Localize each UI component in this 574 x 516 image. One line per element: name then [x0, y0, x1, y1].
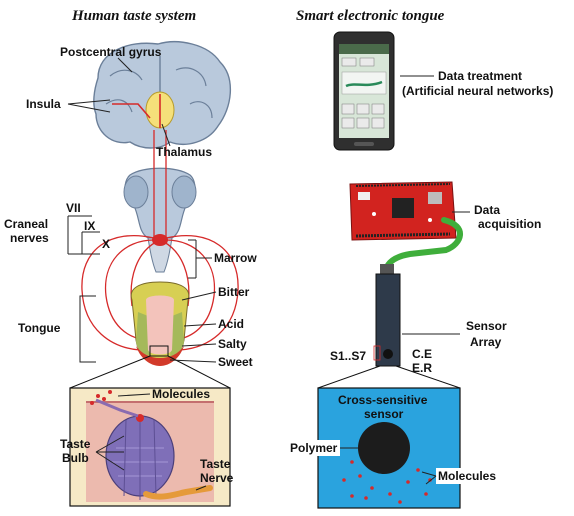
daq-board-illustration [349, 181, 457, 241]
right-title: Smart electronic tongue [296, 8, 445, 24]
left-labels: Postcentral gyrus Insula Thalamus VII IX… [4, 45, 257, 491]
label-er: E.R [412, 361, 432, 375]
label-polymer: Polymer [290, 441, 338, 455]
label-insula: Insula [26, 97, 61, 111]
label-bitter: Bitter [218, 285, 250, 299]
label-craneal: Craneal [4, 217, 48, 231]
label-nerve-x: X [102, 237, 110, 251]
molecules-label-bg [436, 468, 496, 484]
label-bulb: Bulb [62, 451, 89, 465]
label-sweet: Sweet [218, 355, 253, 369]
label-salty: Salty [218, 337, 247, 351]
label-cross-sensitive: Cross-sensitive [338, 393, 428, 407]
sensor-array-illustration [373, 264, 401, 367]
label-postcentral-gyrus: Postcentral gyrus [60, 45, 162, 59]
label-tongue: Tongue [18, 321, 61, 335]
label-nerves: nerves [10, 231, 49, 245]
brainstem-illustration [123, 130, 197, 273]
label-marrow: Marrow [214, 251, 257, 265]
label-taste: Taste [60, 437, 91, 451]
label-sensor: Sensor [466, 319, 507, 333]
label-taste-nerve-1: Taste [200, 457, 231, 471]
label-ce: C.E [412, 347, 432, 361]
label-acid: Acid [218, 317, 244, 331]
label-nerve-ix: IX [84, 219, 95, 233]
label-molecules-right: Molecules [438, 469, 496, 483]
smartphone-illustration [333, 31, 395, 151]
polymer-label-bg [288, 440, 340, 456]
tongue-illustration [130, 281, 190, 366]
label-data-treatment: Data treatment [438, 69, 522, 83]
label-s1-s7: S1..S7 [330, 349, 366, 363]
label-array: Array [470, 335, 502, 349]
label-data: Data [474, 203, 500, 217]
label-nerve-vii: VII [66, 201, 81, 215]
label-molecules-left: Molecules [152, 387, 210, 401]
label-sensor-2: sensor [364, 407, 404, 421]
label-taste-nerve-2: Nerve [200, 471, 234, 485]
label-acquisition: acquisition [478, 217, 541, 231]
left-title: Human taste system [71, 8, 196, 24]
cross-sensitive-sensor-callout [317, 365, 461, 509]
label-ann: (Artificial neural networks) [402, 84, 553, 98]
cranial-nerves [81, 234, 239, 351]
label-thalamus: Thalamus [156, 145, 212, 159]
